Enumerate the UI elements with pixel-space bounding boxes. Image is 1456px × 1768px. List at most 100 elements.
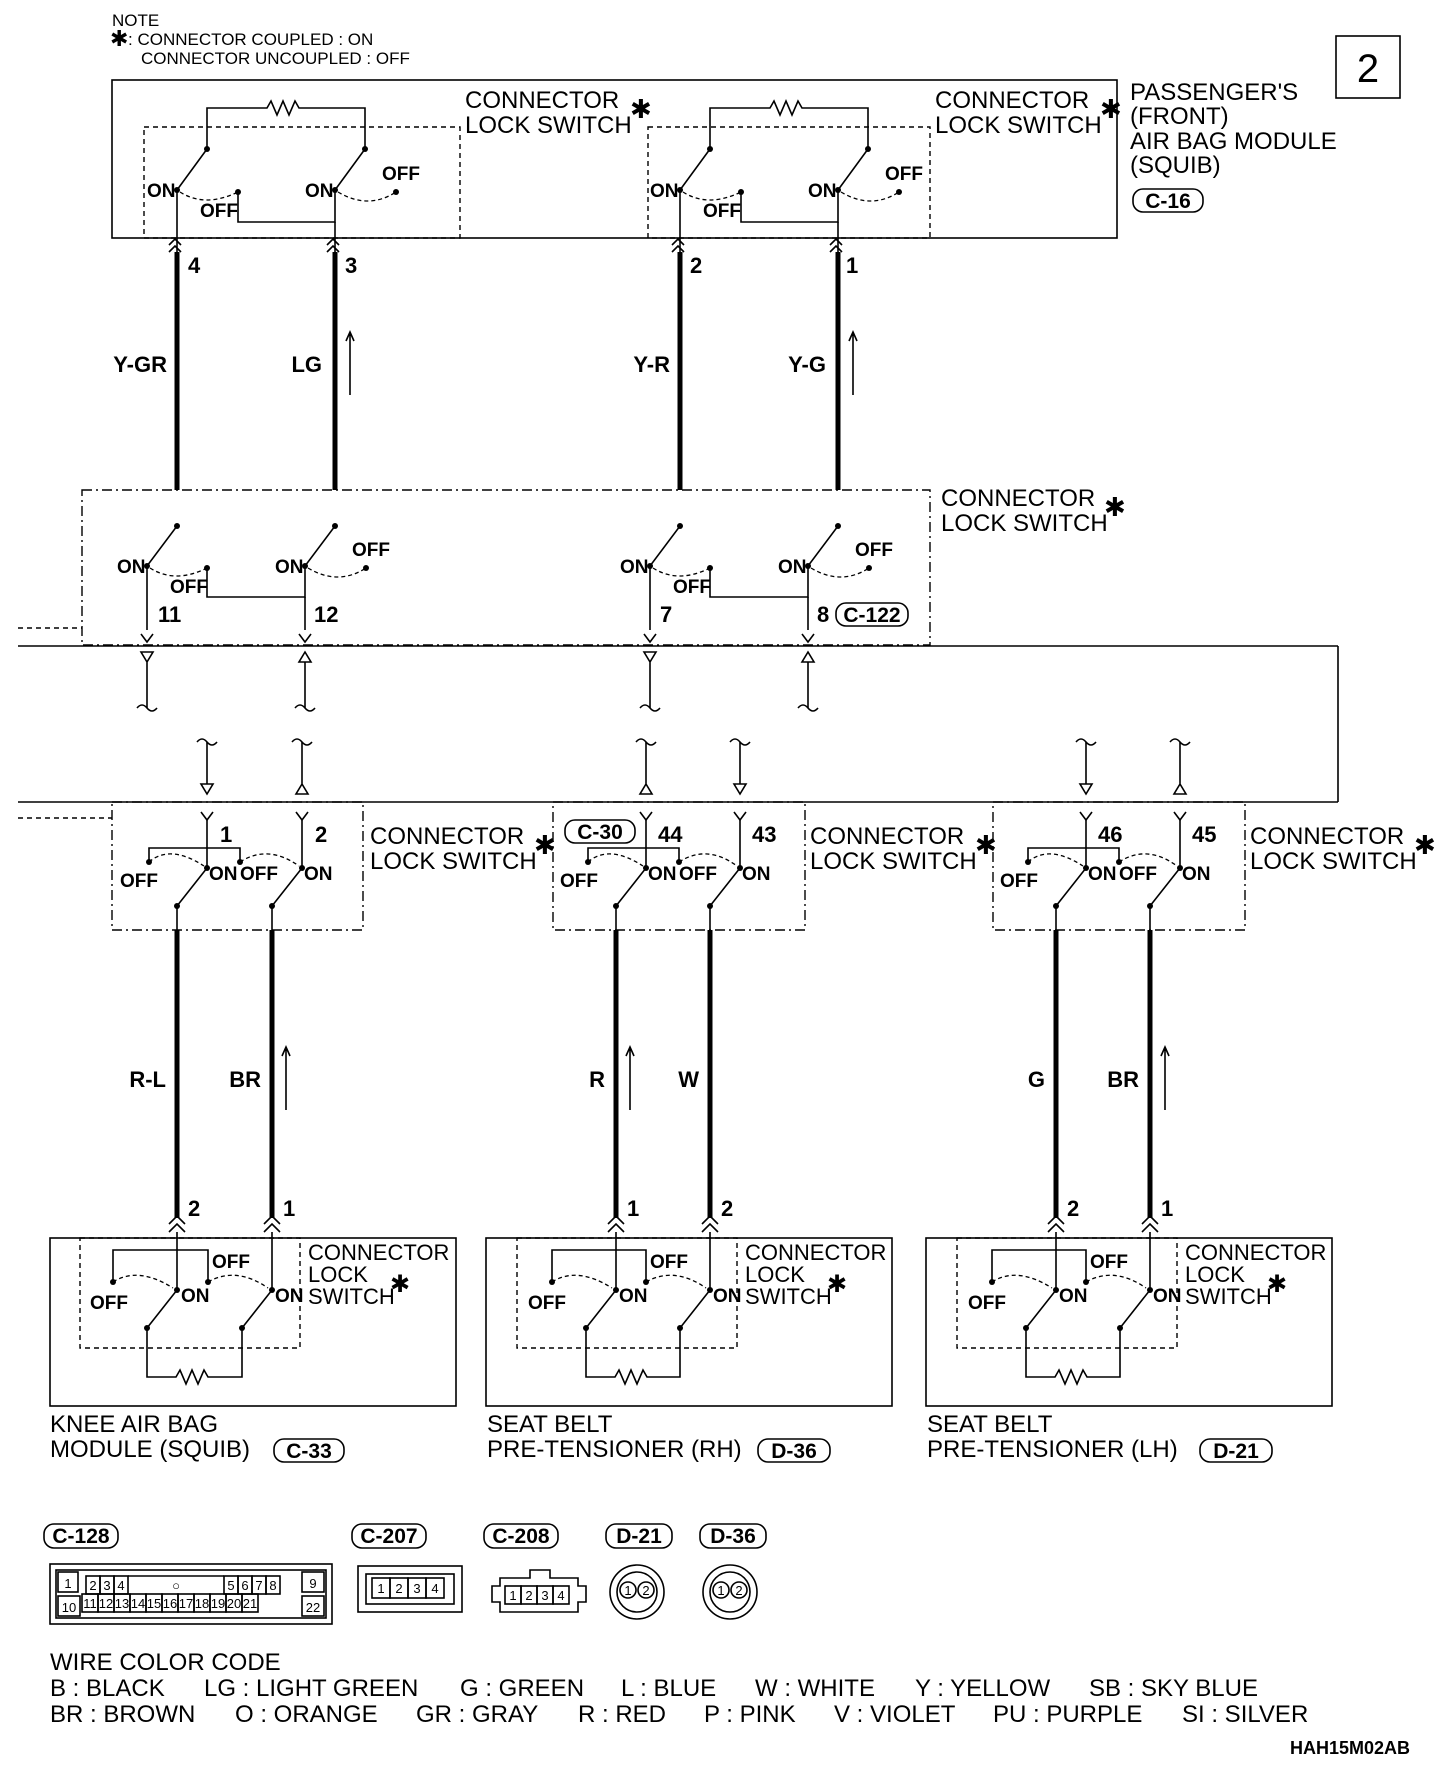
off-label: OFF (1119, 864, 1157, 885)
svg-text:1: 1 (509, 1588, 516, 1603)
svg-text:4: 4 (431, 1581, 438, 1596)
star-mark: ✱ (390, 1271, 410, 1298)
pin-number: 1 (283, 1196, 295, 1221)
switch-label: SWITCH (1185, 1284, 1272, 1309)
on-label: ON (650, 181, 679, 202)
off-label: OFF (673, 577, 711, 598)
wire-color-label: R-L (129, 1067, 166, 1092)
off-label: OFF (120, 871, 158, 892)
svg-text:6: 6 (241, 1578, 248, 1593)
connector-id-d21: D-21 (1213, 1440, 1259, 1463)
off-label: OFF (170, 577, 208, 598)
lock-switch-label: LOCK SWITCH (935, 112, 1102, 139)
wire-color-label: Y-G (788, 352, 826, 377)
current-arrow (848, 330, 858, 395)
wire-color-label: W (678, 1067, 699, 1092)
off-label: OFF (1000, 871, 1038, 892)
pin-number: 3 (345, 253, 357, 278)
page-number: 2 (1357, 47, 1379, 91)
rh-module-name-2: PRE-TENSIONER (RH) (487, 1436, 742, 1463)
on-label: ON (778, 557, 807, 578)
color-code-entry: G : GREEN (460, 1675, 584, 1702)
note-star: ✱ (110, 26, 128, 51)
lock-switch-label: LOCK SWITCH (465, 112, 632, 139)
svg-text:4: 4 (117, 1578, 124, 1593)
star-mark: ✱ (1414, 830, 1436, 860)
on-label: ON (648, 864, 677, 885)
lock-label: LOCK (308, 1262, 368, 1287)
svg-text:3: 3 (413, 1581, 420, 1596)
star-mark: ✱ (1100, 94, 1122, 124)
pin-number: 1 (627, 1196, 639, 1221)
star-mark: ✱ (1267, 1271, 1287, 1298)
on-label: ON (742, 864, 771, 885)
color-code-entry: R : RED (578, 1701, 666, 1728)
seat-belt-pretensioner-lh: OFF ON OFF ON CONNECTOR LOCK ✱ SWITCH SE… (925, 1232, 1333, 1463)
svg-text:1: 1 (64, 1576, 71, 1591)
star-mark: ✱ (534, 830, 556, 860)
color-code-entry: B : BLACK (50, 1675, 165, 1702)
pin-number: 4 (188, 253, 201, 278)
svg-text:17: 17 (179, 1596, 193, 1611)
connector-id-c128: C-128 (52, 1525, 110, 1548)
color-code-entry: SB : SKY BLUE (1089, 1675, 1258, 1702)
on-label: ON (209, 864, 238, 885)
color-code-entry: V : VIOLET (834, 1701, 956, 1728)
pin-number: 1 (220, 822, 232, 847)
lock-switch-label: LOCK SWITCH (941, 510, 1108, 537)
svg-text:2: 2 (89, 1578, 96, 1593)
current-arrow (625, 1045, 635, 1110)
lock-label: LOCK (745, 1262, 805, 1287)
color-code-entry: Y : YELLOW (915, 1675, 1051, 1702)
star-mark: ✱ (975, 830, 997, 860)
connector-id-d36-view: D-36 (710, 1525, 756, 1548)
top-wires: 4 3 2 1 Y-GR LG Y-R Y-G (113, 237, 858, 490)
svg-text:1: 1 (717, 1583, 724, 1598)
color-code-entry: LG : LIGHT GREEN (204, 1675, 418, 1702)
svg-text:5: 5 (227, 1578, 234, 1593)
note: NOTE ✱ : CONNECTOR COUPLED : ON CONNECTO… (110, 11, 410, 68)
wire-color-code: WIRE COLOR CODE B : BLACK LG : LIGHT GRE… (50, 1649, 1410, 1758)
connector-label: CONNECTOR (1185, 1240, 1326, 1265)
svg-text:○: ○ (172, 1578, 180, 1593)
connector-label: CONNECTOR (745, 1240, 886, 1265)
on-label: ON (117, 557, 146, 578)
wire-color-label: BR (1107, 1067, 1139, 1092)
svg-text:11: 11 (83, 1596, 97, 1611)
switch-label: SWITCH (745, 1284, 832, 1309)
on-label: ON (275, 1286, 304, 1307)
off-label: OFF (212, 1252, 250, 1273)
off-label: OFF (885, 164, 923, 185)
off-label: OFF (560, 871, 598, 892)
svg-text:1: 1 (377, 1581, 384, 1596)
color-code-entry: SI : SILVER (1182, 1701, 1308, 1728)
harness-box (18, 627, 1339, 819)
wire-color-label: Y-R (633, 352, 670, 377)
wire-color-label: G (1028, 1067, 1045, 1092)
svg-text:8: 8 (269, 1578, 276, 1593)
lock-switch-label: LOCK SWITCH (810, 848, 977, 875)
passenger-airbag-module: ON OFF ON OFF ON OFF ON OFF CONNECTOR ✱ … (111, 79, 1337, 239)
bottom-wires: R-L BR R W G BR 2 1 1 2 2 1 (129, 930, 1173, 1233)
off-label: OFF (200, 201, 238, 222)
lh-module-name-1: SEAT BELT (927, 1411, 1053, 1438)
off-label: OFF (528, 1293, 566, 1314)
wire-color-code-title: WIRE COLOR CODE (50, 1649, 281, 1676)
lock-label: LOCK (1185, 1262, 1245, 1287)
passenger-module-name-4: (SQUIB) (1130, 152, 1221, 179)
color-code-entry: PU : PURPLE (993, 1701, 1142, 1728)
svg-text:2: 2 (735, 1583, 742, 1598)
svg-text:15: 15 (147, 1596, 161, 1611)
pin-number: 2 (1067, 1196, 1079, 1221)
pin-number: 44 (658, 822, 683, 847)
connector-label: CONNECTOR (1250, 823, 1404, 850)
connector-c122: ON OFF ON OFF ON OFF ON OFF 11 12 7 8 C-… (81, 485, 1126, 646)
on-label: ON (713, 1286, 742, 1307)
svg-text:10: 10 (62, 1600, 76, 1615)
on-label: ON (181, 1286, 210, 1307)
off-label: OFF (855, 540, 893, 561)
on-label: ON (808, 181, 837, 202)
pin-number: 7 (660, 602, 672, 627)
lock-switch-label: LOCK SWITCH (370, 848, 537, 875)
